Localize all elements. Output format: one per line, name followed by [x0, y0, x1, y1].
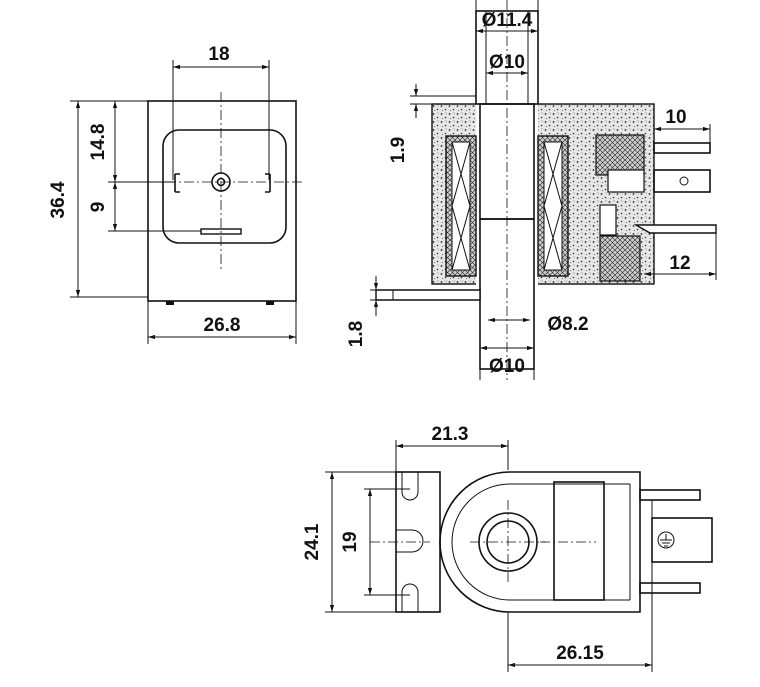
terminal-top-view-1: [639, 489, 701, 501]
terminal-mid: [653, 169, 711, 193]
dim-top-26-15: 26.15: [556, 643, 604, 664]
top-view: 21.3 24.1 19 26.15: [302, 424, 713, 672]
earth-symbol-icon: [657, 531, 675, 549]
dim-top-24-1: 24.1: [302, 523, 323, 560]
dim-side-dia-11-4: Ø11.4: [482, 10, 533, 31]
foot-left: [166, 301, 174, 305]
terminal-top-view-3: [639, 582, 701, 594]
dim-side-12: 12: [669, 253, 690, 274]
connector-block: [599, 235, 641, 282]
pin-left: [174, 173, 180, 193]
mount-bracket: [375, 289, 481, 301]
dim-front-14-8: 14.8: [88, 124, 109, 161]
dim-front-height: 36.4: [48, 181, 69, 218]
connector-socket: [162, 129, 287, 244]
terminal-bottom: [633, 224, 717, 234]
dim-side-dia-8-2: Ø8.2: [547, 314, 588, 335]
dim-front-9: 9: [88, 202, 109, 213]
foot-right: [266, 301, 274, 305]
dim-side-dia-10-top: Ø10: [489, 52, 525, 73]
dim-top-19: 19: [340, 531, 361, 552]
dim-front-width-bottom: 26.8: [204, 315, 241, 336]
front-view: 18 36.4 14.8 9 26.8: [48, 44, 305, 344]
dim-side-1-9: 1.9: [388, 137, 409, 163]
dim-front-width-top: 18: [208, 44, 229, 65]
terminal-top: [653, 142, 711, 154]
dim-side-dia-10-bottom: Ø10: [489, 356, 525, 377]
body-round: [439, 471, 511, 613]
terminal-earth: [651, 517, 713, 563]
dim-side-1-8: 1.8: [346, 321, 367, 347]
section-view: Ø11.4 Ø10 1.9 10 12 1.8 Ø8.2 Ø10: [346, 0, 717, 380]
coil-body-outline: [147, 100, 297, 302]
label-window: [553, 481, 605, 601]
dim-side-10: 10: [665, 107, 686, 128]
dim-top-21-3: 21.3: [432, 424, 469, 445]
